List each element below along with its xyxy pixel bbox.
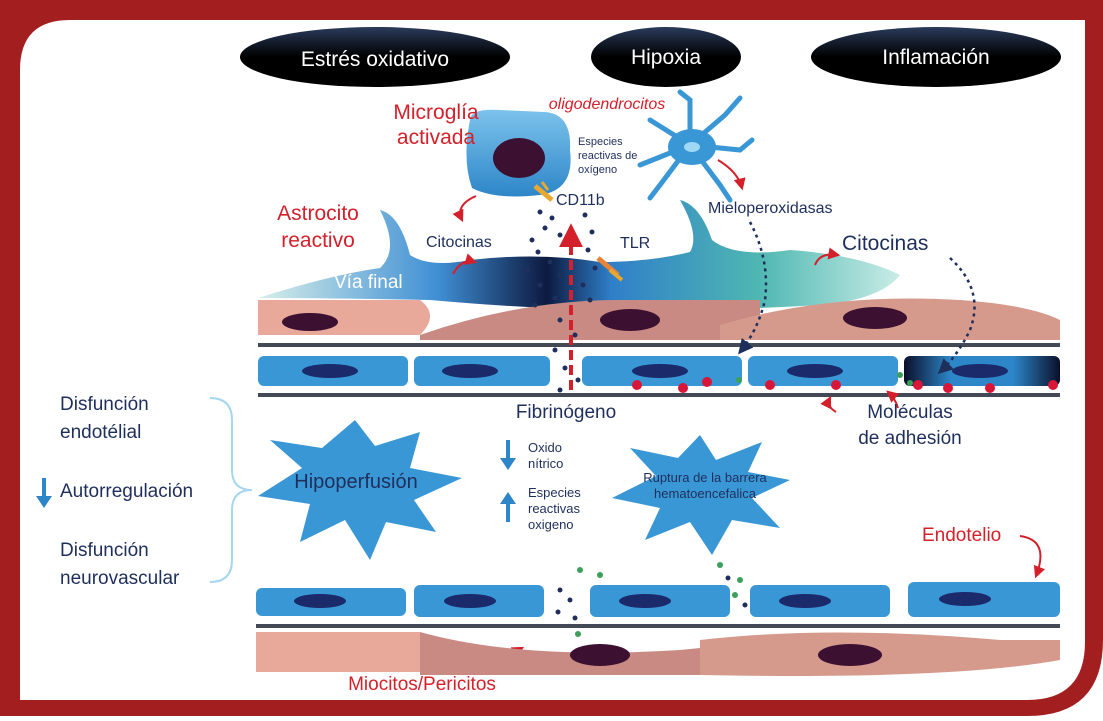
astrocyte-label-1: Astrocito (277, 202, 359, 225)
mieloperoxidases-label: Mieloperoxidasas (708, 200, 833, 217)
oligodendrocytes-label: oligodendrocitos (549, 96, 666, 113)
adhesion-label-2: de adhesión (858, 428, 962, 449)
cytokines-left-label: Citocinas (426, 234, 492, 251)
green-particles-upper (736, 372, 913, 386)
pill-oxidative-stress: Estrés oxidativo (240, 27, 510, 87)
bbb-label-2: hematoencefalica (654, 486, 757, 501)
green-particles-lower (575, 562, 743, 637)
microglia-cell (466, 109, 571, 197)
endothelial-dysfunction-label-1: Disfunción (60, 394, 149, 415)
tlr-label: TLR (620, 235, 650, 252)
ros-mid-label-2: reactivas (528, 501, 581, 516)
bbb-disruption-star (612, 435, 790, 555)
astrocyte-label-2: reactivo (281, 229, 355, 252)
dark-dotted-arrows (738, 221, 976, 375)
pill-inflammation: Inflamación (811, 27, 1061, 87)
autoregulation-label: Autorregulación (60, 481, 193, 502)
hypoperfusion-label: Hipoperfusión (294, 471, 417, 493)
cd11b-receptor (533, 181, 554, 202)
final-path-label: Vía final (334, 272, 403, 293)
upper-pericyte-layer (258, 298, 1060, 340)
blue-arrows (36, 440, 516, 522)
ros-top-label-3: oxígeno (578, 164, 617, 176)
ros-mid-label-1: Especies (528, 485, 581, 500)
myocytes-label: Miocitos/Pericitos (348, 674, 496, 695)
hypoperfusion-star (258, 420, 462, 560)
pill-oxidative-stress-label: Estrés oxidativo (301, 48, 449, 71)
cytokines-right-label: Citocinas (842, 232, 928, 255)
left-bracket (209, 397, 253, 583)
pill-hypoxia-label: Hipoxia (631, 46, 701, 69)
oligodendrocyte-nucleus (684, 142, 700, 152)
endothelium-label: Endotelio (922, 525, 1001, 546)
lower-endothelial-layer (256, 582, 1060, 617)
cd11b-label: CD11b (556, 192, 605, 209)
nitric-oxide-label-1: Oxido (528, 440, 562, 455)
reactive-astrocyte (258, 200, 900, 311)
fibrinogen-label: Fibrinógeno (516, 402, 616, 423)
ros-top-label-1: Especies (578, 136, 623, 148)
neurovascular-dysfunction-label-1: Disfunción (60, 540, 149, 561)
ros-mid-label-3: oxigeno (528, 517, 574, 532)
nitric-oxide-label-2: nítrico (528, 456, 563, 471)
dark-particles-lower (555, 575, 748, 621)
bbb-label-1: Ruptura de la barrera (643, 470, 767, 485)
fibrinogen-particles (525, 209, 598, 393)
lower-pericyte-layer (256, 632, 1060, 676)
adhesion-label-1: Moléculas (867, 402, 953, 423)
ros-top-label-2: reactivas de (578, 150, 637, 162)
neurovascular-dysfunction-label-2: neurovascular (60, 568, 180, 589)
pill-hypoxia: Hipoxia (591, 27, 741, 87)
adhesion-molecules (632, 377, 1058, 393)
pill-inflammation-label: Inflamación (882, 46, 989, 69)
microglia-label: Microglía (393, 101, 479, 124)
endothelial-dysfunction-label-2: endotélial (60, 422, 141, 443)
microglia-label-2: activada (397, 126, 476, 149)
tlr-receptor (596, 256, 624, 282)
upper-endothelial-layer (258, 356, 1060, 386)
